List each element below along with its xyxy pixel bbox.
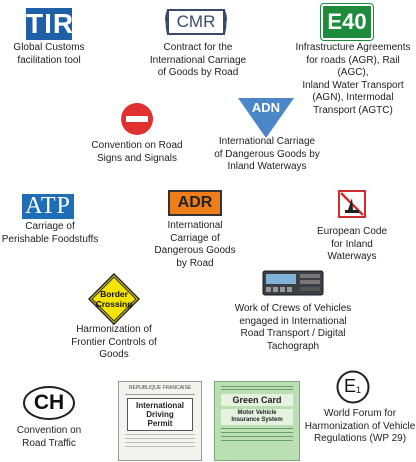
ch-sticker-text: CH xyxy=(33,391,65,414)
adr-caption: International Carriage of Dangerous Good… xyxy=(154,220,236,269)
wp29-caption: World Forum for Harmonization of Vehicle… xyxy=(304,408,416,444)
adr-plate-text: ADR xyxy=(177,194,213,211)
atp-logo: ATP xyxy=(22,194,74,219)
atp-caption: Carriage of Perishable Foodstuffs xyxy=(1,221,99,245)
green-card-top-lines xyxy=(221,386,293,390)
driving-permit-title: International Driving Permit xyxy=(127,398,193,431)
driving-permit-body-lines xyxy=(125,434,195,447)
ch-oval-icon xyxy=(23,386,75,420)
atp-logo-text: ATP xyxy=(25,193,71,219)
cevni-caption: European Code for Inland Waterways xyxy=(316,226,388,262)
tachograph-device xyxy=(262,268,324,298)
driving-permit-header: REPUBLIQUE FRANCAISE xyxy=(128,385,192,391)
e40-sign: E40 xyxy=(320,3,374,41)
border-crossing-sign: Border Crossing xyxy=(88,273,140,325)
cmr-logo: CMR xyxy=(165,8,227,36)
tachograph-icon xyxy=(262,270,324,296)
driving-permit-rule xyxy=(125,394,195,395)
adr-plate: ADR xyxy=(168,190,222,216)
ch-caption: Convention on Road Traffic xyxy=(16,425,82,449)
adn-logo-text: ADN xyxy=(251,100,281,115)
adn-logo: ADN xyxy=(238,98,294,138)
border-caption: Harmonization of Frontier Controls of Go… xyxy=(71,324,157,360)
waterway-sign-icon xyxy=(338,190,366,218)
green-card-title: Green Card xyxy=(221,394,293,406)
border-crossing-line1: Border xyxy=(100,289,128,299)
e1-mark: E 1 xyxy=(336,370,370,404)
adn-triangle-icon xyxy=(238,98,294,138)
no-entry-icon xyxy=(121,103,153,135)
e40-sign-text: E40 xyxy=(327,9,367,34)
e40-caption: Infrastructure Agreements for roads (AGR… xyxy=(295,42,411,116)
e1-mark-letter: E xyxy=(344,376,357,396)
cmr-caption: Contract for the International Carriage … xyxy=(149,42,247,78)
ch-sticker: CH xyxy=(23,386,75,420)
green-card-subtitle: Motor Vehicle Insurance System xyxy=(221,409,293,425)
green-card-document: Green Card Motor Vehicle Insurance Syste… xyxy=(214,381,300,461)
cmr-emblem-icon xyxy=(165,9,227,35)
border-crossing-line2: Crossing xyxy=(95,299,133,309)
adn-caption: International Carriage of Dangerous Good… xyxy=(214,136,320,172)
no-entry-caption: Convention on Road Signs and Signals xyxy=(91,140,183,164)
driving-permit-document: REPUBLIQUE FRANCAISE International Drivi… xyxy=(118,381,202,461)
green-card-body-lines xyxy=(221,428,293,441)
e1-circle-icon xyxy=(336,370,370,404)
no-entry-sign xyxy=(120,102,154,136)
tir-logo-text: TIR xyxy=(26,8,75,39)
tir-logo: TIR xyxy=(26,8,75,40)
cevni-sign xyxy=(338,190,366,218)
tachograph-caption: Work of Crews of Vehicles engaged in Int… xyxy=(234,303,352,352)
cmr-logo-text: CMR xyxy=(176,12,216,31)
e1-mark-number: 1 xyxy=(356,385,362,395)
border-crossing-diamond-icon xyxy=(88,273,140,325)
tir-caption: Global Customs facilitation tool xyxy=(13,42,85,66)
